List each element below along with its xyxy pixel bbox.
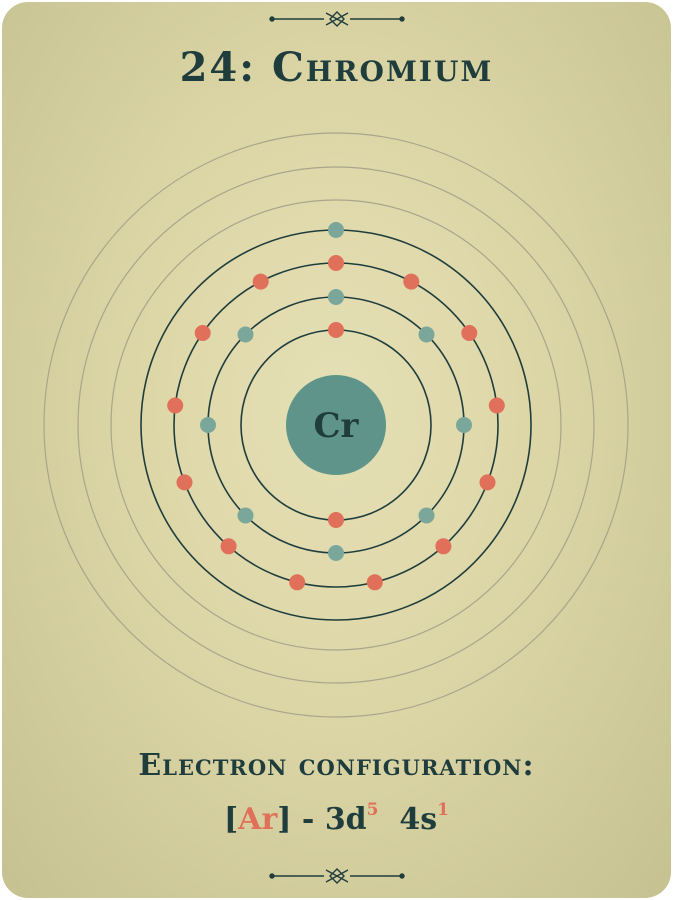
outer-orbit-ring <box>110 199 562 651</box>
bracket-close: ] <box>277 802 292 837</box>
orbital-4s-exponent: 1 <box>437 800 450 820</box>
electron <box>435 538 452 555</box>
orbital-3d: 3d <box>324 802 367 837</box>
electron <box>488 397 505 414</box>
page-title: 24: Chromium <box>179 44 494 91</box>
electron <box>220 538 237 555</box>
electron <box>167 397 184 414</box>
element-symbol: Cr <box>314 406 360 446</box>
electron <box>200 417 216 433</box>
electron <box>194 325 211 341</box>
electron <box>456 417 472 433</box>
outer-orbit-ring <box>43 132 629 718</box>
electron <box>461 325 478 341</box>
outer-orbit-ring <box>77 166 595 684</box>
config-value: [Ar] - 3d5 4s1 <box>0 800 673 837</box>
electron <box>418 326 435 343</box>
bracket-open: [ <box>223 802 239 837</box>
electron <box>328 512 344 528</box>
electron <box>328 322 344 338</box>
electron <box>418 507 435 524</box>
nucleus <box>286 375 386 475</box>
separator: - <box>291 802 325 837</box>
electron <box>237 507 254 524</box>
orbital-4s: 4s <box>399 802 438 837</box>
electron <box>328 289 344 305</box>
ornament-divider-icon <box>269 11 405 27</box>
electron <box>328 222 344 238</box>
electron <box>289 574 306 591</box>
electron <box>403 273 420 290</box>
ornament-divider-icon <box>269 868 405 884</box>
electron <box>366 574 383 591</box>
orbital-3d-exponent: 5 <box>366 800 379 820</box>
electron <box>252 273 269 290</box>
electron <box>479 474 496 491</box>
noble-core: Ar <box>238 802 278 837</box>
electron <box>328 255 344 271</box>
electron <box>237 326 254 343</box>
config-label: Electron configuration: <box>138 748 535 783</box>
electron <box>176 474 193 491</box>
electron <box>328 545 344 561</box>
